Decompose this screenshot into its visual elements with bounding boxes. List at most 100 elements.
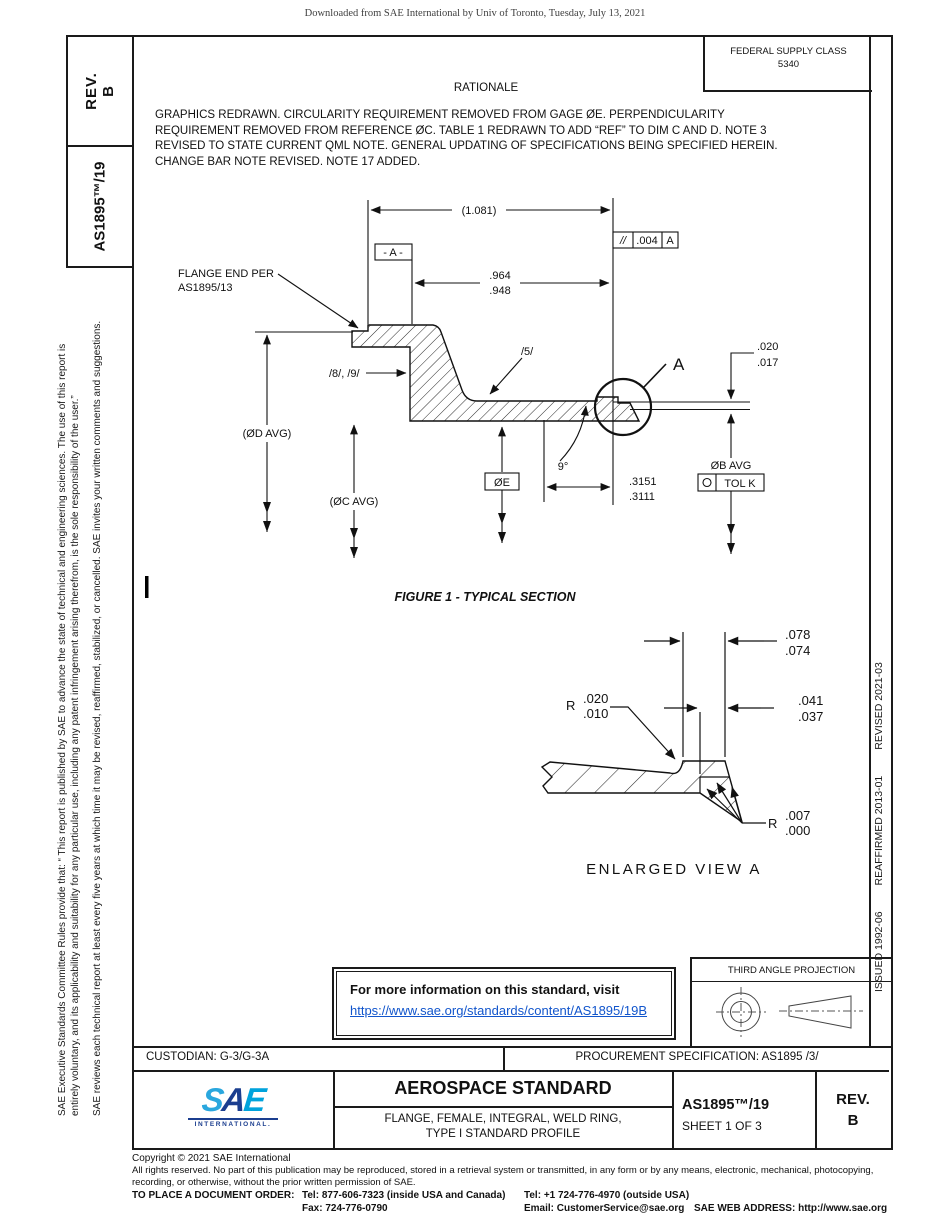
- projection-box-title: THIRD ANGLE PROJECTION: [692, 959, 891, 982]
- federal-supply-line2: 5340: [777, 59, 800, 70]
- detail-a-letter: A: [673, 355, 685, 374]
- title-underline: [335, 1106, 672, 1108]
- custodian-row-divider: [503, 1046, 505, 1072]
- fcf-datum: A: [666, 235, 674, 247]
- sae-logo-e: E: [242, 1081, 266, 1118]
- enlarged-profile: [540, 760, 744, 824]
- enlarged-caption: ENLARGED VIEW A: [586, 861, 762, 878]
- document-subtitle-2: TYPE I STANDARD PROFILE: [425, 1128, 581, 1140]
- enlarged-labels: .078 .074 .041 .037 R .020 .010 R .007 .…: [566, 627, 823, 838]
- dim-020: .020: [757, 341, 778, 353]
- drawing-frame: [132, 35, 893, 1150]
- procurement-label: PROCUREMENT SPECIFICATION: AS1895 /3/: [575, 1051, 819, 1063]
- title-block-divider-2: [672, 1072, 674, 1148]
- rationale-heading: RATIONALE: [453, 82, 519, 94]
- enlarged-view-drawing: .078 .074 .041 .037 R .020 .010 R .007 .…: [540, 627, 823, 838]
- custodian-label: CUSTODIAN: G-3/G-3A: [146, 1051, 270, 1063]
- order-tel1: Tel: 877-606-7323 (inside USA and Canada…: [302, 1190, 506, 1201]
- rationale-body: GRAPHICS REDRAWN. CIRCULARITY REQUIREMEN…: [155, 109, 778, 168]
- enlarged-geometry: [540, 632, 777, 824]
- rev-cell-label: REV.: [836, 1091, 870, 1108]
- order-label: TO PLACE A DOCUMENT ORDER:: [132, 1190, 295, 1201]
- fcf-value: .004: [636, 235, 657, 247]
- radius2-upper: .007: [785, 808, 810, 823]
- info-box-inner-border: [336, 971, 672, 1036]
- dia-e-label: ØE: [494, 477, 510, 489]
- sidebar-legal-text: SAE Executive Standards Committee Rules …: [57, 271, 105, 1116]
- federal-supply-line1: FEDERAL SUPPLY CLASS: [730, 46, 847, 57]
- flange-end-leader: [277, 273, 359, 329]
- sae-logo: SAE INTERNATIONAL.: [188, 1081, 278, 1128]
- dim-078: .078: [785, 627, 810, 642]
- sheet-number: SHEET 1 OF 3: [682, 1119, 762, 1133]
- rev-box-label: REV. B: [82, 72, 117, 110]
- dim-017: .017: [757, 357, 778, 369]
- legal-paragraph-2: SAE reviews each technical report at lea…: [92, 320, 103, 1116]
- radius1-lower: .010: [583, 706, 608, 721]
- dim-074: .074: [785, 643, 810, 658]
- dim-041: .041: [798, 693, 823, 708]
- dia-e-dimension: [484, 426, 520, 543]
- doc-number-cell: AS1895™/19: [682, 1097, 770, 1113]
- standard-url-link[interactable]: https://www.sae.org/standards/content/AS…: [350, 1003, 648, 1018]
- figure1-labels: (1.081) - A - .964 .948 // .004 A FLANGE…: [178, 205, 778, 508]
- radius1-upper: .020: [583, 691, 608, 706]
- custodian-row: [132, 1046, 889, 1072]
- figure1-drawing: (1.081) - A - .964 .948 // .004 A FLANGE…: [145, 198, 778, 598]
- doc-number-box: AS1895™/19: [66, 145, 134, 268]
- dia-d-dimension: [238, 331, 353, 532]
- radius2-r: R: [768, 816, 777, 831]
- rev-box: REV. B: [66, 35, 134, 147]
- datum-a-box: [374, 243, 413, 261]
- dim-948: .948: [489, 285, 510, 297]
- radius2-lower: .000: [785, 823, 810, 838]
- revision-history-strip: ISSUED 1992-06REAFFIRMED 2013-01REVISED …: [873, 602, 885, 992]
- flange-end-label-1: FLANGE END PER: [178, 268, 274, 280]
- detail-a-leader: [643, 363, 667, 388]
- document-subtitle-1: FLANGE, FEMALE, INTEGRAL, WELD RING,: [384, 1113, 622, 1125]
- radius1-leader: [610, 706, 676, 760]
- dia-c-dimension: [324, 424, 384, 558]
- info-box-text: For more information on this standard, v…: [350, 982, 620, 997]
- dim-3151: .3151: [629, 476, 657, 488]
- copyright-line2: All rights reserved. No part of this pub…: [132, 1165, 874, 1176]
- dim-964: .964: [489, 270, 510, 282]
- dim-037: .037: [798, 709, 823, 724]
- dim-overall: (1.081): [462, 205, 497, 217]
- parallelism-fcf: [612, 231, 679, 249]
- datum-a-label: - A -: [383, 247, 403, 259]
- third-angle-projection-icon: [716, 987, 863, 1037]
- order-email: Email: CustomerService@sae.org: [524, 1203, 685, 1214]
- note-89: /8/, /9/: [329, 368, 361, 380]
- title-block-divider-3: [815, 1072, 817, 1148]
- order-tel2: Tel: +1 724-776-4970 (outside USA): [524, 1190, 690, 1201]
- legal-paragraph-1: SAE Executive Standards Committee Rules …: [57, 343, 81, 1116]
- figure1-caption: FIGURE 1 - TYPICAL SECTION: [394, 590, 576, 604]
- circularity-icon: [702, 477, 712, 488]
- radius2-leaders: [706, 782, 766, 824]
- dim-078-lines: [644, 632, 777, 757]
- dia-d-label: (ØD AVG): [243, 428, 292, 440]
- doc-number-label: AS1895™/19: [91, 161, 109, 252]
- dim-041-lines: [664, 703, 774, 774]
- order-fax: Fax: 724-776-0790: [302, 1203, 388, 1214]
- note-5: /5/: [521, 346, 534, 358]
- angle-arc: [559, 405, 589, 462]
- info-box: For more information on this standard, v…: [332, 967, 676, 1040]
- revised-date: REVISED 2021-03: [873, 662, 885, 750]
- dia-b-label: ØB AVG: [711, 460, 752, 472]
- figure1-geometry: [145, 198, 765, 598]
- dim-3111: .3111: [629, 491, 655, 503]
- tol-k-label: TOL K: [724, 478, 756, 490]
- radius1-r: R: [566, 698, 575, 713]
- flange-end-label-2: AS1895/13: [178, 282, 232, 294]
- copyright-line3: recording, or otherwise, without the pri…: [132, 1177, 416, 1188]
- note5-leader: [489, 357, 523, 395]
- dia-b-dimension: [697, 352, 765, 554]
- sae-logo-subtext: INTERNATIONAL.: [188, 1118, 278, 1128]
- right-strip-divider: [869, 35, 871, 1046]
- download-note: Downloaded from SAE International by Uni…: [304, 8, 646, 19]
- sae-web-address: SAE WEB ADDRESS: http://www.sae.org: [694, 1203, 888, 1214]
- title-block-divider-1: [333, 1072, 335, 1148]
